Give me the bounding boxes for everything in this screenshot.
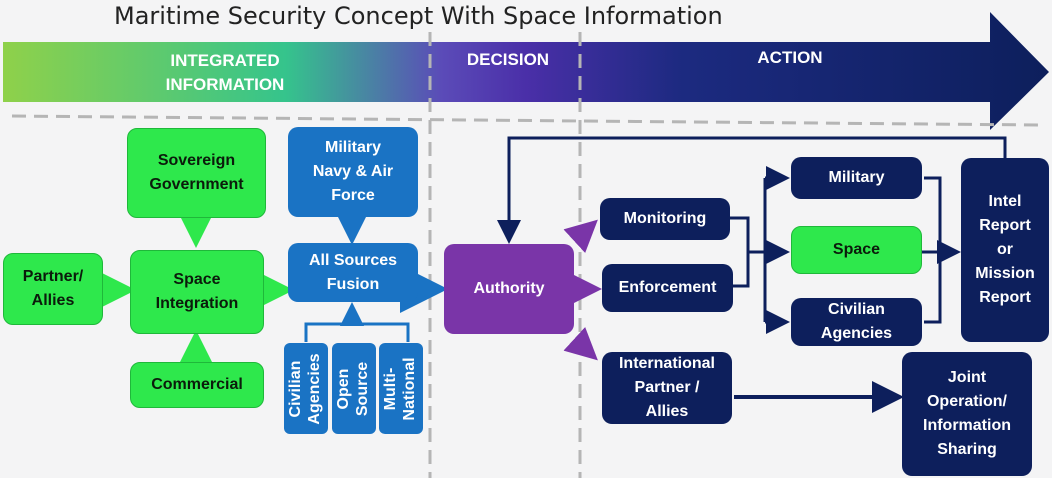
node-civilian-agencies-source	[284, 343, 328, 434]
node-multi-national	[379, 343, 423, 434]
connector-monitoring	[730, 216, 765, 254]
node-military: Military	[791, 157, 922, 199]
phase-action: ACTION	[757, 48, 823, 67]
node-partner-allies: Partner/Allies	[3, 253, 103, 325]
node-monitoring: Monitoring	[600, 198, 730, 240]
phase-integrated-information: INTEGRATED INFORMATION	[165, 51, 285, 94]
node-enforcement: Enforcement	[602, 264, 733, 312]
node-space: Space	[791, 226, 922, 274]
phase-decision: DECISION	[466, 50, 550, 69]
node-open-source	[332, 343, 376, 434]
feedback-loop	[497, 136, 1007, 244]
arrow-authority-to-monitoring	[563, 219, 598, 254]
node-commercial: Commercial	[130, 362, 264, 408]
label-multi-national: Multi-National	[382, 357, 418, 421]
bracket-sources	[304, 322, 410, 342]
node-authority: Authority	[444, 244, 574, 334]
arrow-authority-to-international	[563, 326, 598, 361]
connector-enforcement	[733, 252, 750, 288]
diagram-title: Maritime Security Concept With Space Inf…	[114, 2, 723, 30]
